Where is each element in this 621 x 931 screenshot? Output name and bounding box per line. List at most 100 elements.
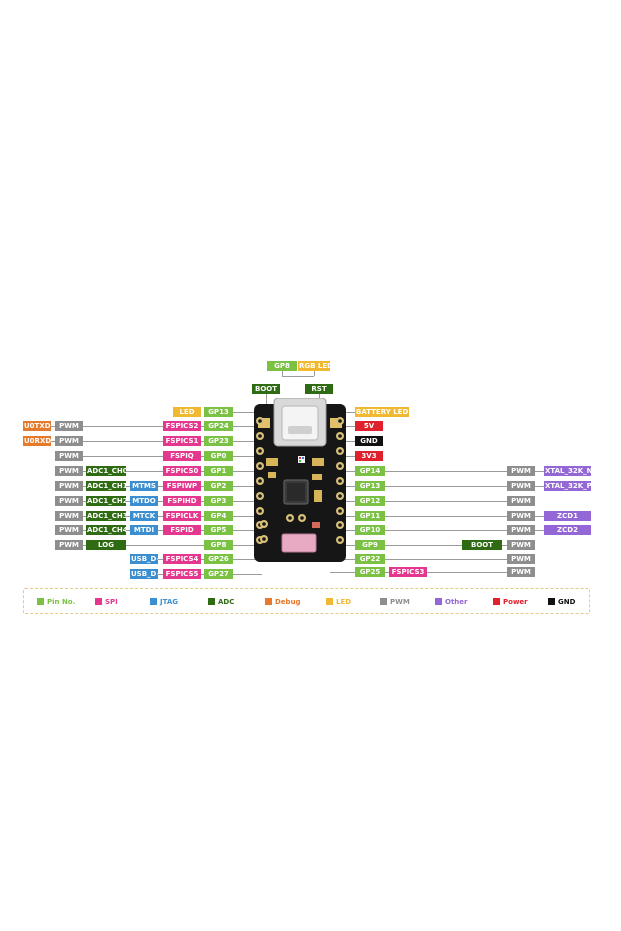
left-jtag-usb-d: USB_D-	[130, 554, 158, 564]
left-spi-fspics1: FSPICS1	[163, 436, 201, 446]
legend-swatch	[208, 598, 215, 605]
left-pads	[256, 417, 264, 544]
left-jtag-mtdi: MTDI	[130, 525, 158, 535]
right-pin-line	[338, 545, 355, 546]
right-row-line	[385, 545, 507, 546]
left-adc-adc1-ch1: ADC1_CH1	[86, 481, 126, 491]
left-pin-gp4: GP4	[204, 511, 233, 521]
legend-swatch	[435, 598, 442, 605]
leader-line	[266, 394, 267, 410]
left-pin-line	[233, 456, 262, 457]
pad-hole	[338, 523, 342, 527]
pin-gp13-left-top: GP13	[204, 407, 233, 417]
left-pin-line	[233, 545, 262, 546]
legend-label: Other	[445, 598, 468, 606]
right-pwm-pwm: PWM	[507, 496, 535, 506]
label-led-left: LED	[173, 407, 201, 417]
right-pwm-pwm: PWM	[507, 511, 535, 521]
right-pads	[336, 417, 344, 544]
left-pin-line	[233, 426, 262, 427]
right-pwm-pwm: PWM	[507, 540, 535, 550]
pad-hole	[338, 449, 342, 453]
legend	[23, 588, 590, 614]
pad-hole	[258, 449, 262, 453]
right-row-line	[385, 486, 544, 487]
left-pwm-pwm: PWM	[55, 496, 83, 506]
left-pwm-pwm: PWM	[55, 436, 83, 446]
legend-item-gnd: GND	[548, 597, 575, 607]
top-label-gp8: GP8	[267, 361, 297, 371]
rgb-led	[298, 456, 305, 463]
left-adc-log: LOG	[86, 540, 126, 550]
right-other-zcd2: ZCD2	[544, 525, 591, 535]
right-spi-fspics3: FSPICS3	[389, 567, 427, 577]
pad-hole	[338, 509, 342, 513]
left-spi-fspiwp: FSPIWP	[163, 481, 201, 491]
right-gnd-gnd: GND	[355, 436, 383, 446]
right-pwm-pwm: PWM	[507, 525, 535, 535]
legend-label: Debug	[275, 598, 301, 606]
legend-item-spi: SPI	[95, 597, 118, 607]
left-jtag-mtdo: MTDO	[130, 496, 158, 506]
left-pin-gp26: GP26	[204, 554, 233, 564]
top-label-rgb-led: RGB LED	[298, 361, 330, 371]
right-adc-boot: BOOT	[462, 540, 502, 550]
legend-label: JTAG	[160, 598, 178, 606]
leader-line	[233, 412, 262, 413]
left-spi-fspics0: FSPICS0	[163, 466, 201, 476]
right-power-5v: 5V	[355, 421, 383, 431]
legend-item-pwm: PWM	[380, 597, 410, 607]
left-pwm-pwm: PWM	[55, 540, 83, 550]
legend-label: PWM	[390, 598, 410, 606]
right-row-line	[385, 572, 507, 573]
right-pin-gp14: GP14	[355, 466, 385, 476]
right-row-line	[385, 501, 507, 502]
legend-item-led: LED	[326, 597, 351, 607]
left-pin-gp8: GP8	[204, 540, 233, 550]
leader-line	[233, 559, 255, 560]
legend-swatch	[380, 598, 387, 605]
left-jtag-usb-d: USB_D+	[130, 569, 158, 579]
legend-swatch	[548, 598, 555, 605]
left-adc-adc1-ch4: ADC1_CH4	[86, 525, 126, 535]
left-debug-u0txd: U0TXD	[23, 421, 51, 431]
left-pwm-pwm: PWM	[55, 525, 83, 535]
left-spi-fspics5: FSPICS5	[163, 569, 201, 579]
left-row-line	[83, 545, 204, 546]
legend-label: Pin No.	[47, 598, 76, 606]
left-adc-adc1-ch0: ADC1_CH0	[86, 466, 126, 476]
left-pin-line	[233, 530, 262, 531]
left-pin-line	[233, 441, 262, 442]
legend-item-pin-no: Pin No.	[37, 597, 75, 607]
left-pin-gp5: GP5	[204, 525, 233, 535]
right-pin-line	[338, 486, 355, 487]
right-pin-line	[338, 426, 355, 427]
right-pin-line	[338, 516, 355, 517]
left-pin-gp24: GP24	[204, 421, 233, 431]
left-pin-gp23: GP23	[204, 436, 233, 446]
pad-hole	[258, 509, 262, 513]
right-pin-line	[338, 456, 355, 457]
left-jtag-mtms: MTMS	[130, 481, 158, 491]
rgb-leader	[282, 376, 314, 377]
left-pin-gp2: GP2	[204, 481, 233, 491]
left-pin-line	[233, 486, 262, 487]
left-spi-fspiclk: FSPICLK	[163, 511, 201, 521]
right-other-xtal-32k-p: XTAL_32K_P	[544, 481, 591, 491]
right-pin-line	[338, 501, 355, 502]
legend-item-jtag: JTAG	[150, 597, 178, 607]
left-spi-fspics2: FSPICS2	[163, 421, 201, 431]
right-pwm-pwm: PWM	[507, 481, 535, 491]
legend-label: ADC	[218, 598, 235, 606]
legend-swatch	[265, 598, 272, 605]
right-pwm-pwm: PWM	[507, 466, 535, 476]
legend-label: SPI	[105, 598, 118, 606]
legend-label: GND	[558, 598, 576, 606]
left-spi-fspics4: FSPICS4	[163, 554, 201, 564]
right-row-line	[385, 516, 544, 517]
leader-line	[233, 574, 258, 575]
pad-hole	[258, 494, 262, 498]
left-pin-gp0: GP0	[204, 451, 233, 461]
right-pwm-pwm: PWM	[507, 554, 535, 564]
right-pin-gp12: GP12	[355, 496, 385, 506]
